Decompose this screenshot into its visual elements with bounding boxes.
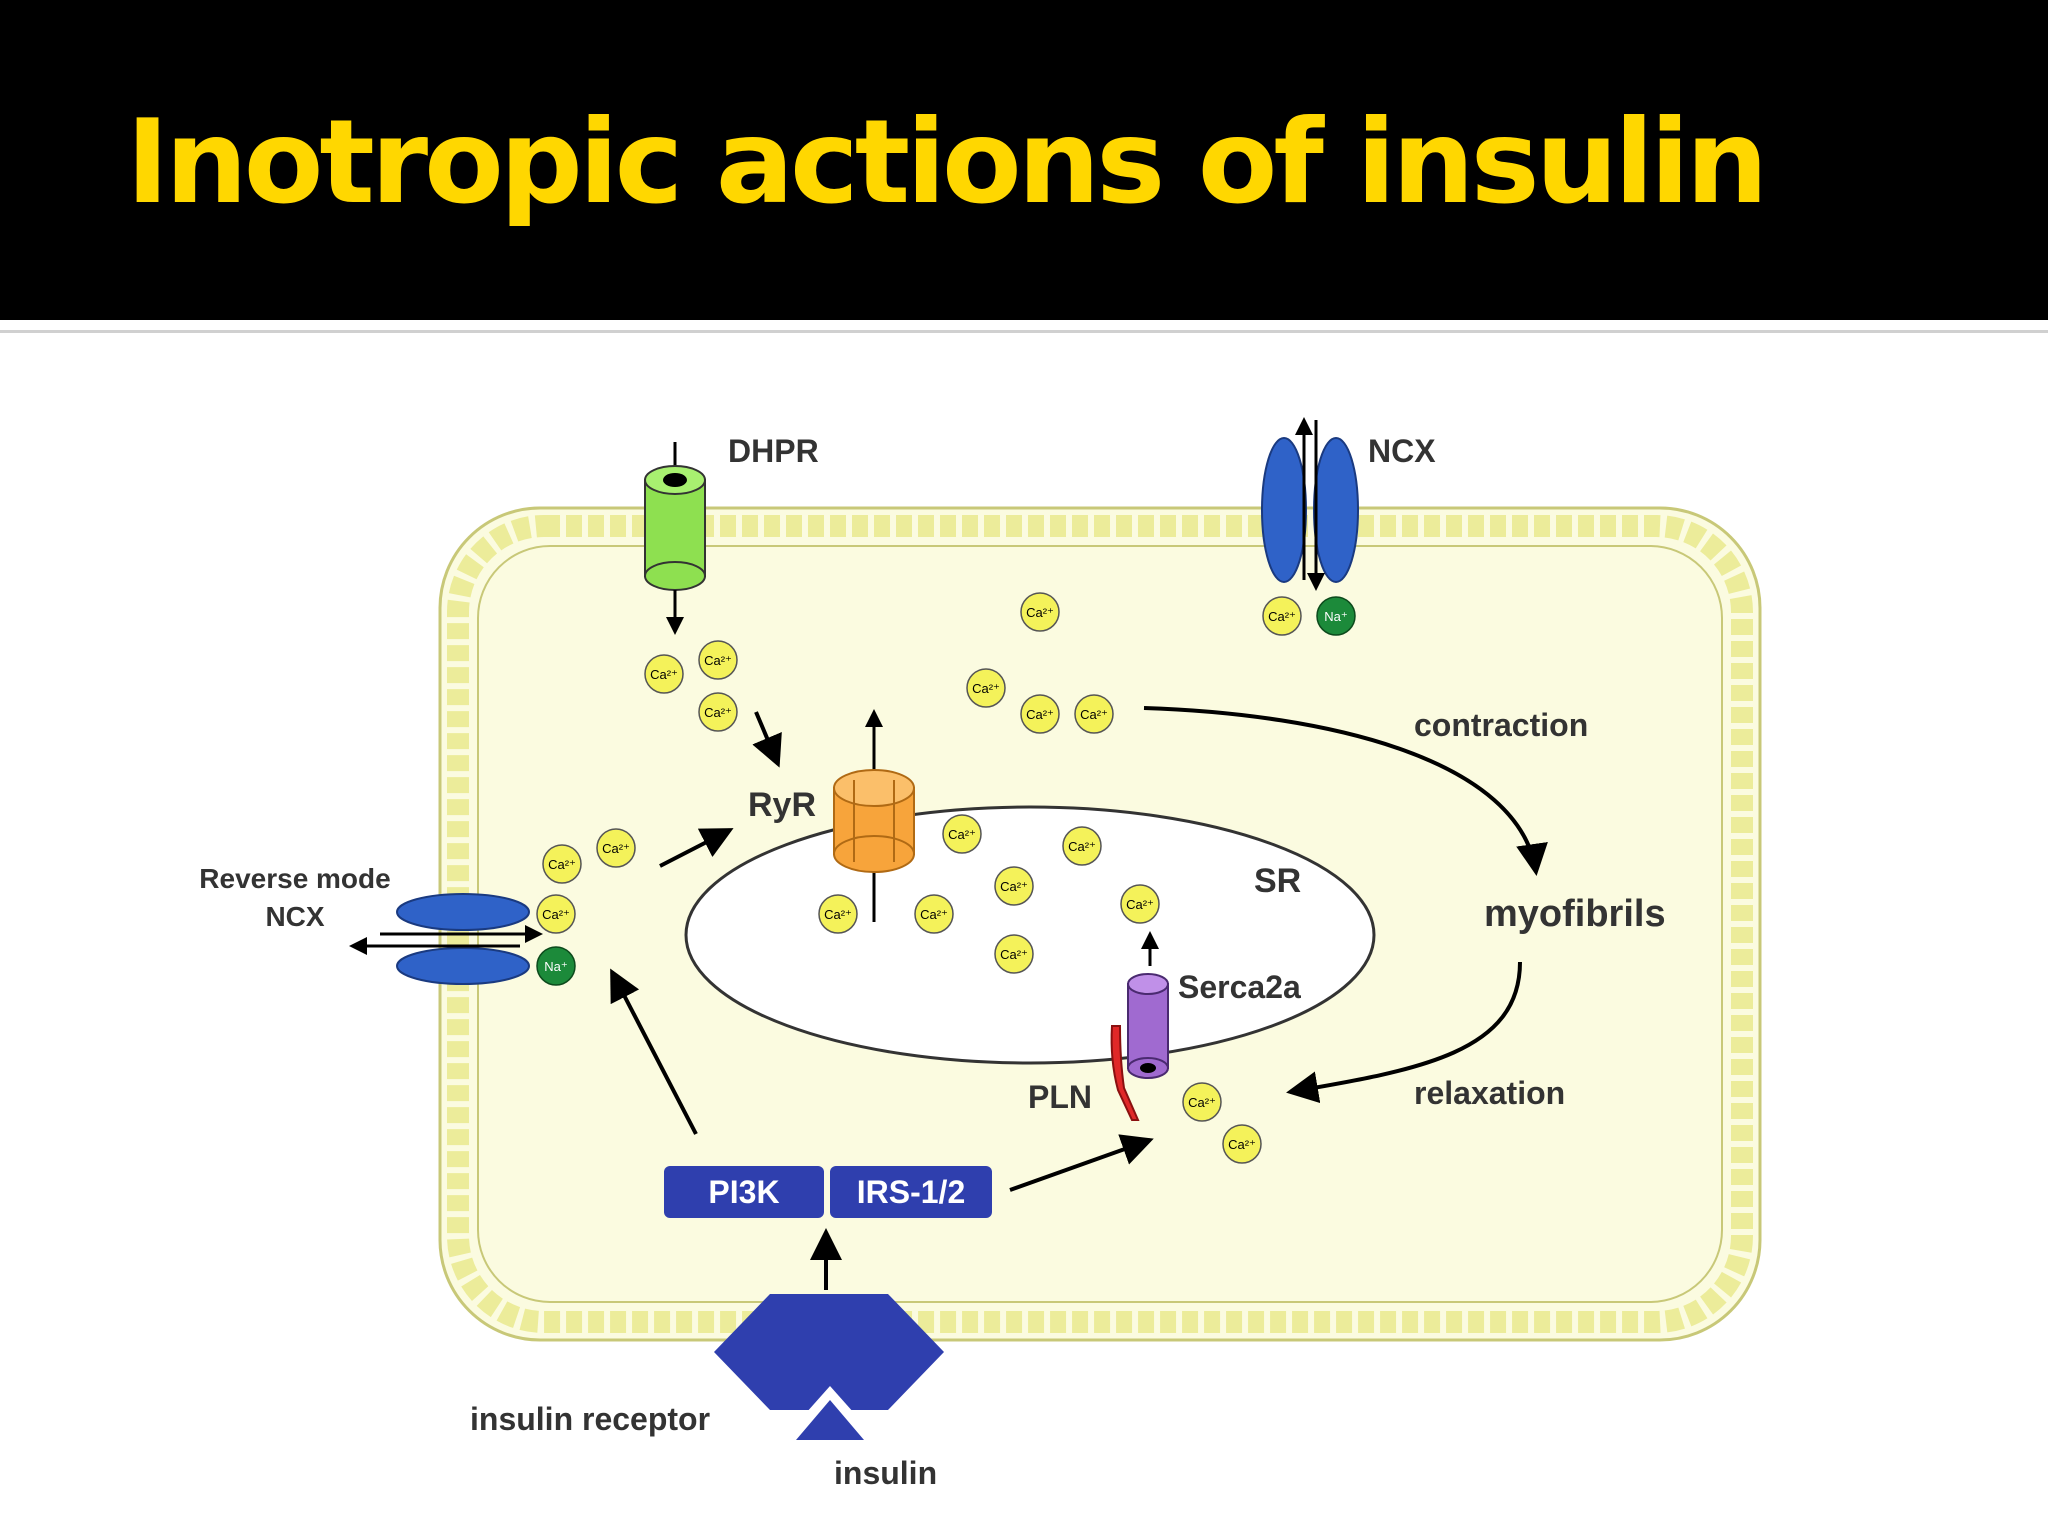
svg-text:Ca²⁺: Ca²⁺ [1188, 1095, 1216, 1110]
reverse-mode-ncx [349, 893, 543, 985]
ca-ion: Ca²⁺ [1020, 592, 1060, 632]
svg-text:Ca²⁺: Ca²⁺ [1068, 839, 1096, 854]
ncx-top-label: NCX [1368, 433, 1436, 469]
ryr-label: RyR [748, 786, 816, 824]
ca-ion: Ca²⁺ [1222, 1124, 1262, 1164]
ca-ion: Ca²⁺ [994, 934, 1034, 974]
irs-box: IRS-1/2 [830, 1166, 992, 1218]
pln-label: PLN [1028, 1079, 1092, 1115]
na-ion: Na⁺ [536, 946, 576, 986]
svg-text:Na⁺: Na⁺ [1324, 609, 1347, 624]
myofibrils-label: myofibrils [1484, 893, 1666, 935]
relaxation-label: relaxation [1414, 1075, 1565, 1111]
svg-text:Ca²⁺: Ca²⁺ [824, 907, 852, 922]
svg-text:Ca²⁺: Ca²⁺ [1000, 947, 1028, 962]
insulin-label: insulin [834, 1455, 937, 1491]
ca-ion: Ca²⁺ [942, 814, 982, 854]
reverse-mode-ncx-label: NCX [265, 901, 324, 932]
ca-ion: Ca²⁺ [536, 894, 576, 934]
svg-text:Ca²⁺: Ca²⁺ [704, 653, 732, 668]
ryr-channel [833, 709, 915, 922]
ca-ion: Ca²⁺ [994, 866, 1034, 906]
pathway-arrows [610, 706, 1548, 1290]
title-bar [0, 0, 2048, 320]
contraction-label: contraction [1414, 707, 1588, 743]
svg-text:Ca²⁺: Ca²⁺ [920, 907, 948, 922]
reverse-mode-label: Reverse mode [199, 863, 390, 894]
slide-title: Inotropic actions of insulin [126, 95, 1768, 230]
title-divider [0, 330, 2048, 333]
svg-text:Ca²⁺: Ca²⁺ [972, 681, 1000, 696]
ca-ion: Ca²⁺ [818, 894, 858, 934]
ca-ion: Ca²⁺ [698, 640, 738, 680]
serca2a-label: Serca2a [1178, 969, 1301, 1005]
svg-text:Ca²⁺: Ca²⁺ [542, 907, 570, 922]
svg-text:Ca²⁺: Ca²⁺ [1126, 897, 1154, 912]
svg-text:Ca²⁺: Ca²⁺ [948, 827, 976, 842]
sodium-ions: Na⁺ Na⁺ [536, 596, 1356, 986]
svg-text:Ca²⁺: Ca²⁺ [650, 667, 678, 682]
pi3k-box: PI3K [664, 1166, 824, 1218]
insulin-receptor [714, 1294, 944, 1440]
ca-ion: Ca²⁺ [966, 668, 1006, 708]
svg-text:Ca²⁺: Ca²⁺ [602, 841, 630, 856]
na-ion: Na⁺ [1316, 596, 1356, 636]
ca-ion: Ca²⁺ [644, 654, 684, 694]
ca-ion: Ca²⁺ [1120, 884, 1160, 924]
dhpr-label: DHPR [728, 433, 819, 469]
dhpr-channel [644, 442, 706, 635]
insulin-receptor-label: insulin receptor [470, 1401, 710, 1437]
sarcoplasmic-reticulum [684, 805, 1376, 1065]
pi3k-label: PI3K [708, 1174, 779, 1210]
svg-text:Ca²⁺: Ca²⁺ [1268, 609, 1296, 624]
svg-text:Ca²⁺: Ca²⁺ [1228, 1137, 1256, 1152]
ca-ion: Ca²⁺ [1062, 826, 1102, 866]
ca-ion: Ca²⁺ [698, 692, 738, 732]
svg-text:Na⁺: Na⁺ [544, 959, 567, 974]
svg-text:Ca²⁺: Ca²⁺ [1000, 879, 1028, 894]
ca-ion: Ca²⁺ [1074, 694, 1114, 734]
svg-text:Ca²⁺: Ca²⁺ [704, 705, 732, 720]
calcium-ions: Ca²⁺ Ca²⁺ Ca²⁺ Ca²⁺ Ca²⁺ Ca²⁺ Ca²⁺ Ca²⁺ … [536, 592, 1302, 1164]
ca-ion: Ca²⁺ [542, 844, 582, 884]
svg-text:Ca²⁺: Ca²⁺ [1080, 707, 1108, 722]
irs-label: IRS-1/2 [857, 1174, 965, 1210]
svg-text:Ca²⁺: Ca²⁺ [548, 857, 576, 872]
pln-protein [1110, 1025, 1140, 1121]
ca-ion: Ca²⁺ [1020, 694, 1060, 734]
sr-label: SR [1254, 862, 1301, 900]
ca-ion: Ca²⁺ [1262, 596, 1302, 636]
ncx-exchanger-top [1261, 417, 1359, 591]
svg-text:Ca²⁺: Ca²⁺ [1026, 605, 1054, 620]
ca-ion: Ca²⁺ [596, 828, 636, 868]
serca2a-pump [1127, 931, 1169, 1079]
ca-ion: Ca²⁺ [914, 894, 954, 934]
ca-ion: Ca²⁺ [1182, 1082, 1222, 1122]
svg-text:Ca²⁺: Ca²⁺ [1026, 707, 1054, 722]
